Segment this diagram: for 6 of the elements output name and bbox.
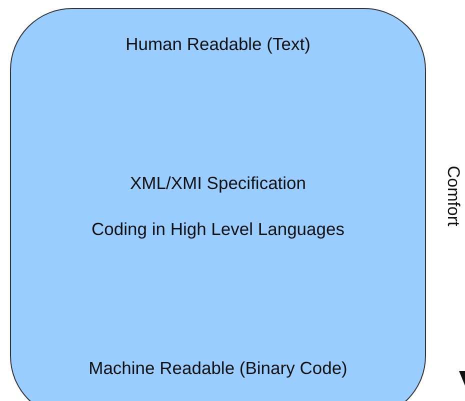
panel-text: Human Readable (Text): [126, 34, 310, 55]
panel-text: Coding in High Level Languages: [92, 219, 344, 240]
rounded-panel: [10, 8, 426, 401]
axis-label: Comfort: [443, 166, 464, 226]
panel-text: XML/XMI Specification: [130, 173, 306, 194]
panel-text: Machine Readable (Binary Code): [88, 358, 348, 379]
